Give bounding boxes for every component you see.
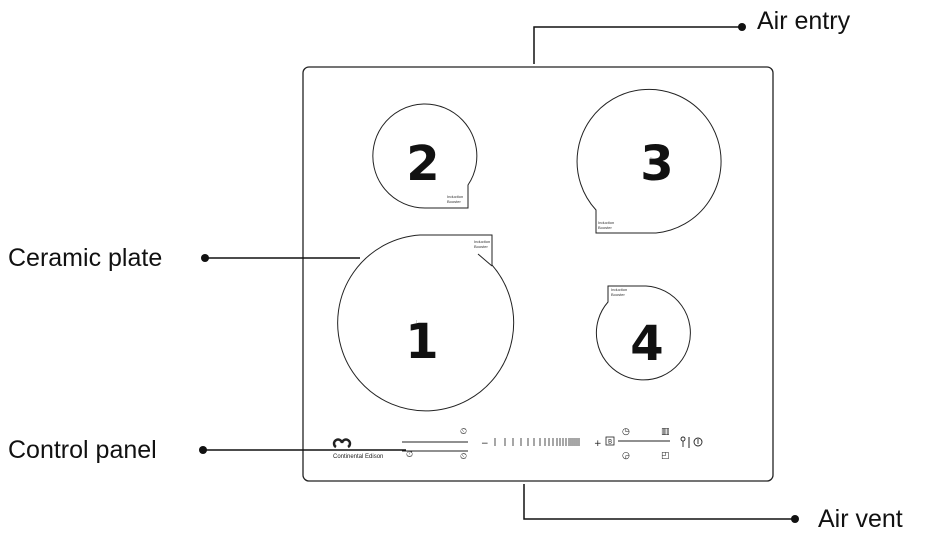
heat-indicator-icon: ⁝⁝ [416,148,419,153]
zone-3-number: 3 [640,136,673,192]
cooking-zone-3: 3 Induction Booster ⁝⁝ [576,88,722,234]
zone-1-number: 1 [405,314,438,370]
cooking-zone-2: 2 Induction Booster ⁝⁝ [372,103,478,209]
zone-2-number: 2 [406,136,439,192]
lock-icon[interactable] [680,436,686,447]
booster-key[interactable] [605,436,615,446]
booster-label-line2: Booster [611,292,625,297]
callout-air-vent: Air vent [523,484,903,533]
booster-label-line2: Booster [598,225,612,230]
label-control-panel: Control panel [8,436,157,464]
callout-control-panel: Control panel [8,436,406,464]
booster-label-line1: Induction [474,239,490,244]
ceramic-plate-outline [302,66,774,482]
booster-key-label: B [608,439,612,446]
clock-icon[interactable]: ⏱ [406,450,413,460]
heat-indicator-icon: ⁝⁝ [650,156,653,161]
callout-air-entry: Air entry [533,7,851,64]
timer-down-icon[interactable]: ⏲ [460,452,467,462]
cooking-zone-1: 1 Induction Booster ⁝ [337,234,515,412]
pan-detect-icon[interactable]: ◰ [661,451,670,461]
label-air-entry: Air entry [757,7,851,35]
brand-logo [332,438,352,449]
heat-indicator-icon: ⁝ [416,319,417,324]
booster-label-line2: Booster [447,199,461,204]
keep-warm-icon[interactable]: ◶ [622,451,630,461]
booster-label-line2: Booster [474,244,488,249]
power-icon[interactable] [693,437,703,447]
pause-icon[interactable]: ◷ [622,427,630,437]
control-panel: Continental Edison ⏱ ⏲ ⏲ − + B ◷ ◶ ▥ ◰ [332,427,703,462]
minus-button[interactable]: − [481,439,489,449]
cooking-zone-4: 4 Induction Booster [595,285,691,381]
callout-ceramic-plate: Ceramic plate [8,244,360,272]
brand-name: Continental Edison [333,454,383,460]
booster-label-line1: Induction [447,194,463,199]
zone-4-number: 4 [630,316,663,372]
plus-button[interactable]: + [594,439,602,449]
timer-up-icon[interactable]: ⏲ [460,427,467,437]
power-slider[interactable] [494,438,580,446]
booster-label-line1: Induction [598,220,614,225]
zone-select-icon[interactable]: ▥ [661,427,670,437]
label-ceramic-plate: Ceramic plate [8,244,162,272]
booster-label-line1: Induction [611,287,627,292]
label-air-vent: Air vent [818,505,903,533]
